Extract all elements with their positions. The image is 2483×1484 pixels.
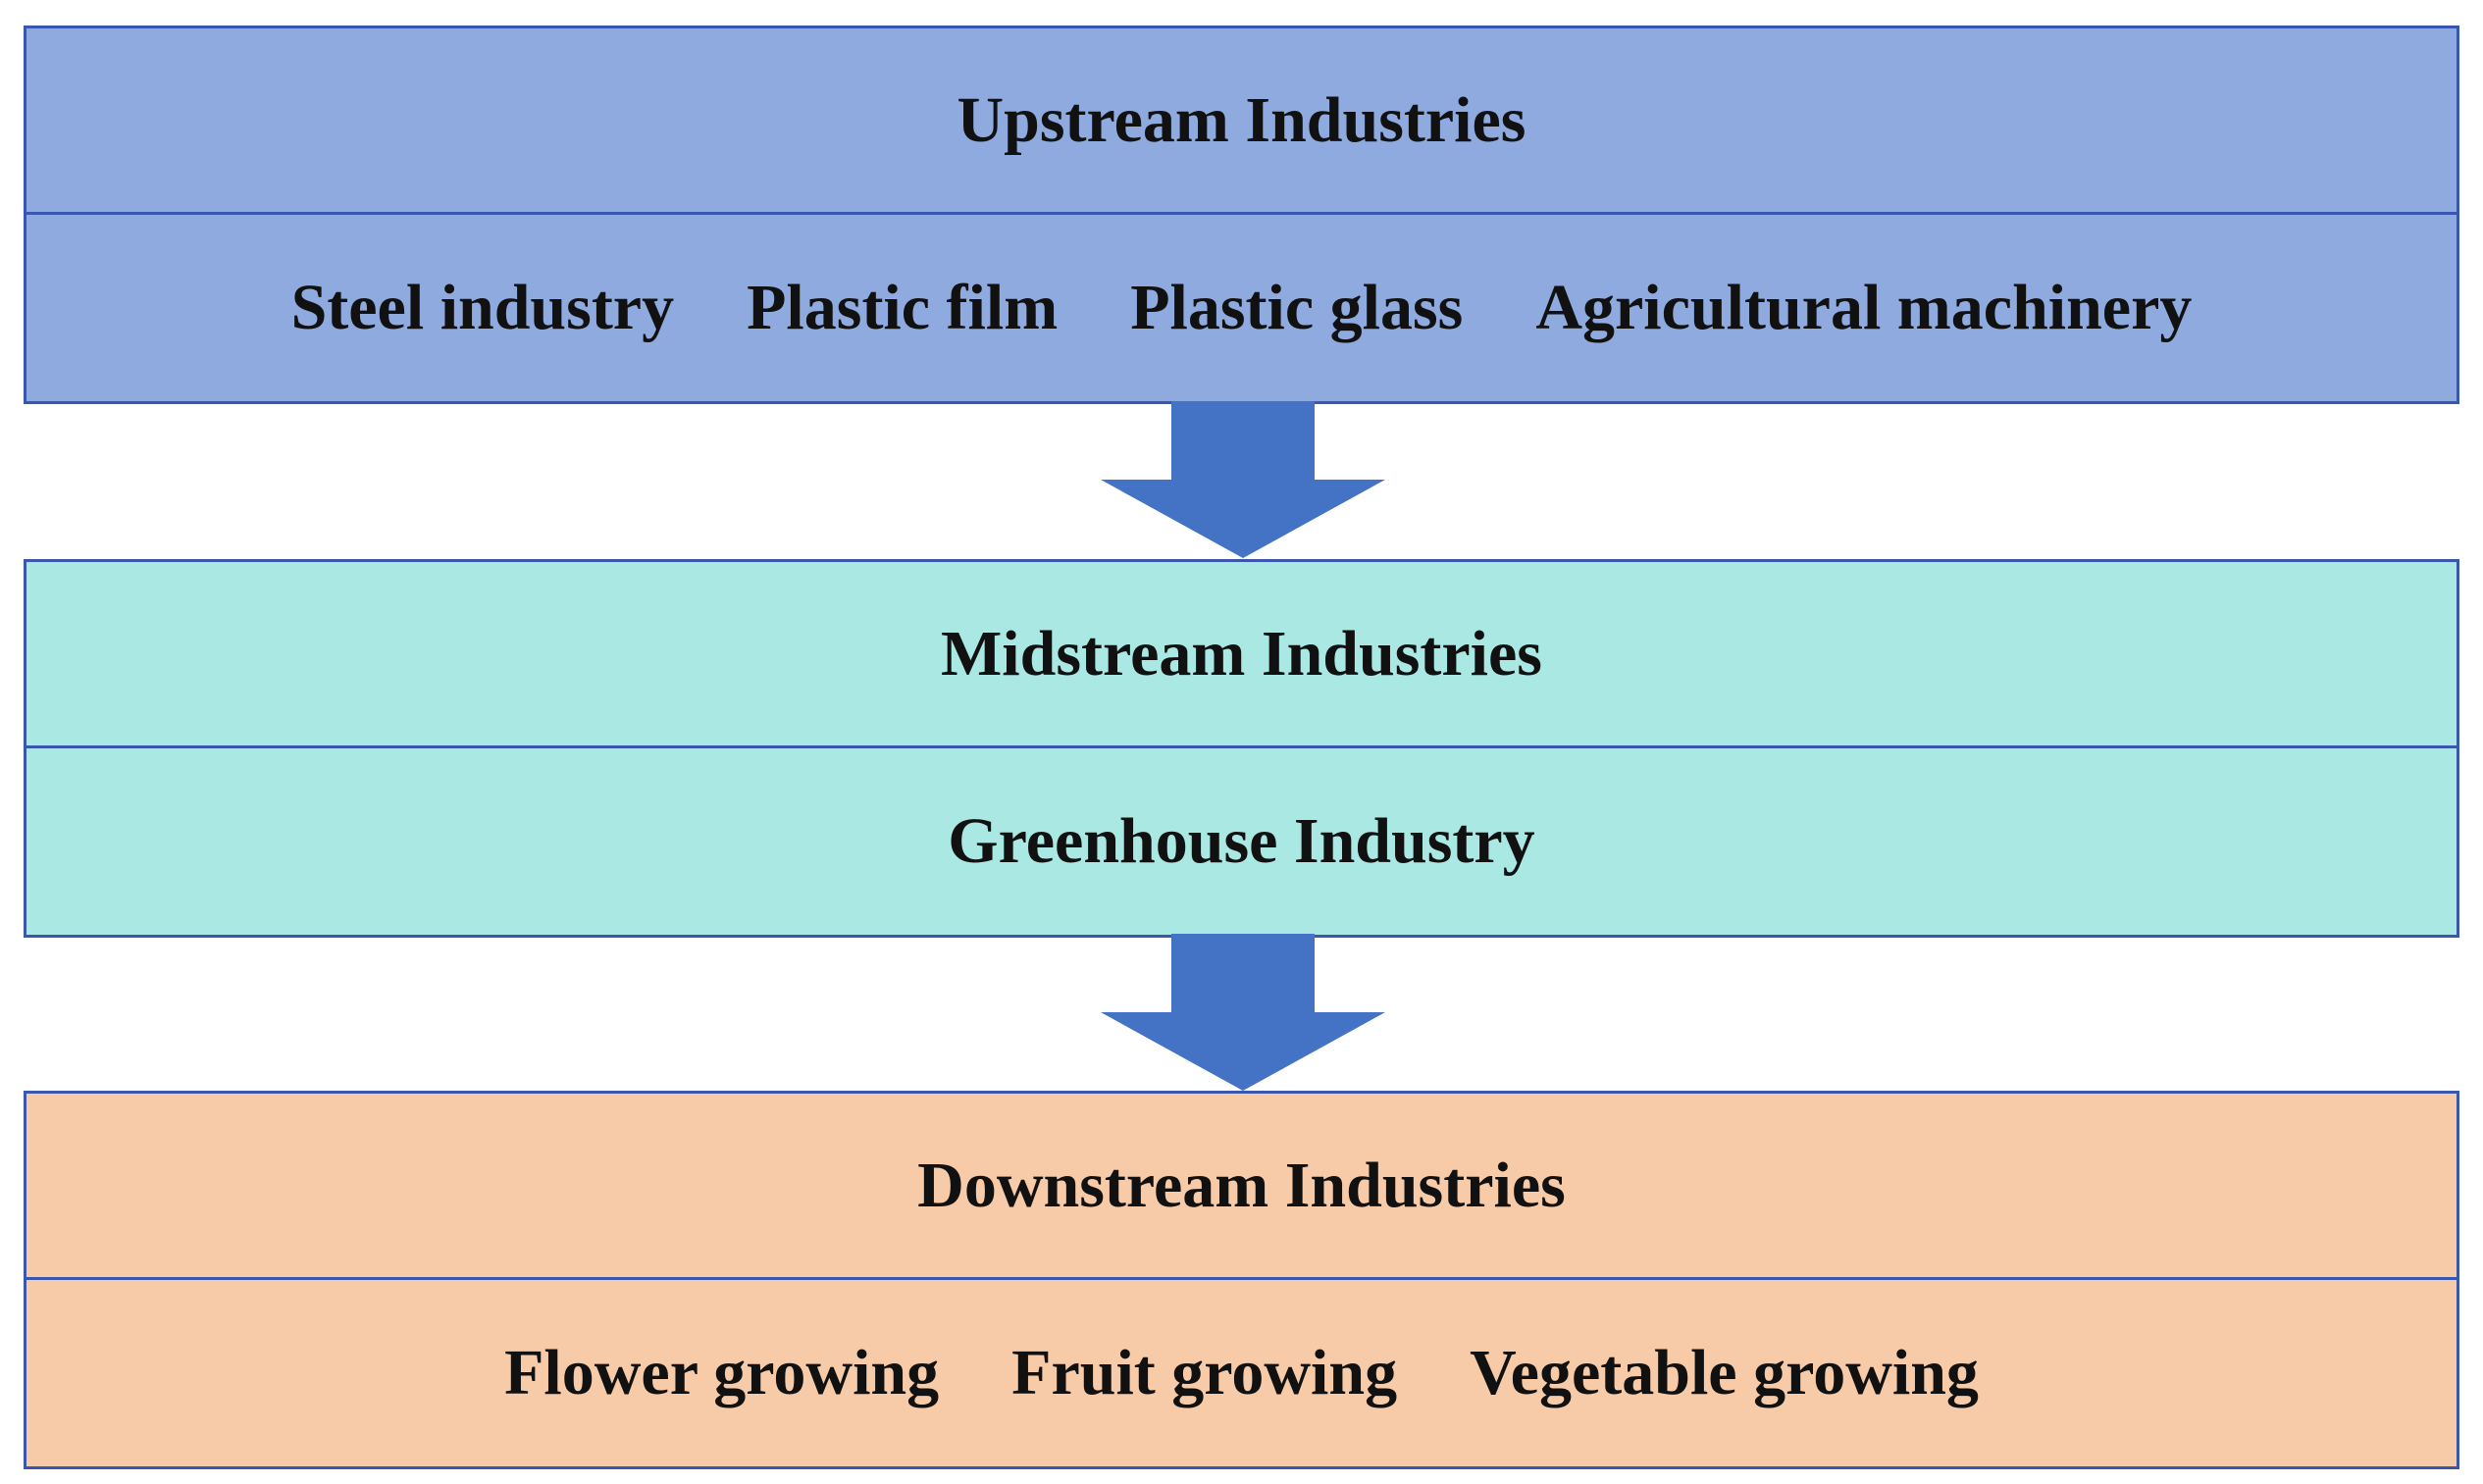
upstream-items: Steel industry Plastic film Plastic glas… [26, 215, 2457, 401]
upstream-item-steel: Steel industry [290, 272, 675, 343]
down-arrow-icon [1101, 934, 1385, 1091]
arrow-shape [1101, 934, 1385, 1091]
down-arrow-icon [1101, 401, 1385, 558]
downstream-title: Downstream Industries [26, 1094, 2457, 1280]
industry-chain-diagram: Upstream Industries Steel industry Plast… [24, 26, 2459, 1469]
midstream-tier: Midstream Industries Greenhouse Industry [24, 559, 2459, 938]
midstream-title: Midstream Industries [26, 562, 2457, 748]
downstream-items: Flower growing Fruit growing Vegetable g… [26, 1280, 2457, 1466]
downstream-item-fruit: Fruit growing [1011, 1337, 1398, 1408]
upstream-item-agricultural-machinery: Agricultural machinery [1535, 272, 2193, 343]
downstream-tier: Downstream Industries Flower growing Fru… [24, 1091, 2459, 1469]
downstream-item-vegetable: Vegetable growing [1470, 1337, 1979, 1408]
upstream-title: Upstream Industries [26, 28, 2457, 215]
upstream-item-plastic-film: Plastic film [747, 272, 1059, 343]
arrow-shape [1101, 401, 1385, 558]
midstream-item-greenhouse: Greenhouse Industry [948, 805, 1535, 877]
midstream-items: Greenhouse Industry [26, 748, 2457, 935]
upstream-item-plastic-glass: Plastic glass [1130, 272, 1464, 343]
downstream-item-flower: Flower growing [504, 1337, 940, 1408]
upstream-tier: Upstream Industries Steel industry Plast… [24, 26, 2459, 404]
